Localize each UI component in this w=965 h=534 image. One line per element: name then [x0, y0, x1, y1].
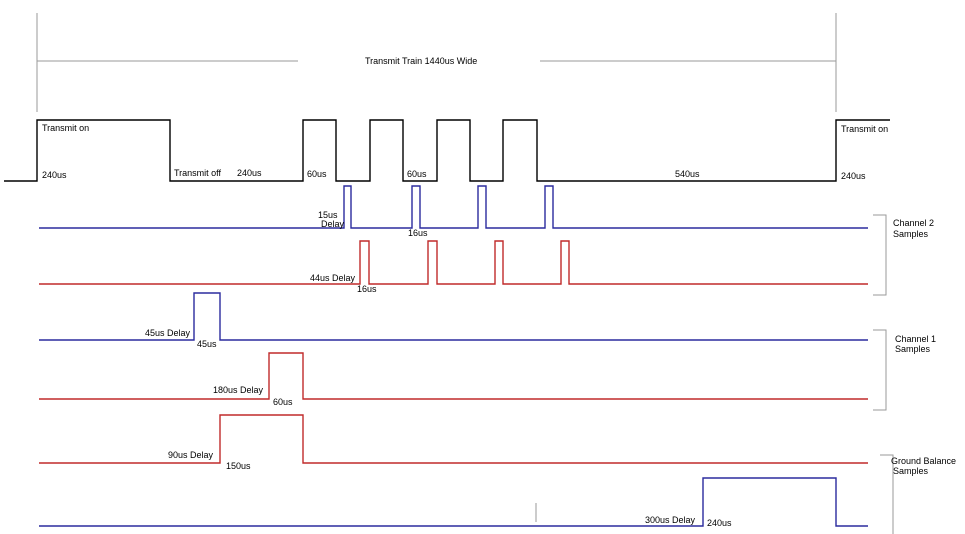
gb-blue-width: 240us — [707, 518, 732, 528]
ch1-blue-waveform — [39, 292, 868, 341]
transmit-on-label-right: Transmit on — [841, 124, 888, 134]
ch2-blue-delay-line2: Delay — [321, 219, 345, 229]
ch2-group-bracket — [873, 214, 887, 296]
ch2-group-label-line1: Channel 2 — [893, 218, 934, 228]
ch1-red-waveform — [39, 352, 868, 400]
ch2-blue-waveform — [39, 185, 868, 229]
diagram-title: Transmit Train 1440us Wide — [365, 56, 477, 66]
ch1-blue-delay: 45us Delay — [145, 328, 191, 338]
gb-group-bracket — [880, 454, 894, 534]
ch2-red-delay: 44us Delay — [310, 273, 356, 283]
ch1-group-label-line1: Channel 1 — [895, 334, 936, 344]
ch2-blue-delay-line1: 15us — [318, 210, 338, 220]
ch2-blue-width: 16us — [408, 228, 428, 238]
transmit-on-duration-right: 240us — [841, 171, 866, 181]
pulse-width-label-2: 60us — [407, 169, 427, 179]
gb-blue-delay: 300us Delay — [645, 515, 696, 525]
tail-duration-label: 540us — [675, 169, 700, 179]
transmit-waveform — [4, 119, 890, 182]
gb-group-label-line2: Samples — [893, 466, 929, 476]
transmit-off-duration: 240us — [237, 168, 262, 178]
gb-red-width: 150us — [226, 461, 251, 471]
ch2-red-waveform — [39, 240, 868, 285]
ch2-group-label-line2: Samples — [893, 229, 929, 239]
gb-red-delay: 90us Delay — [168, 450, 214, 460]
ch1-red-width: 60us — [273, 397, 293, 407]
ch1-group-bracket — [873, 329, 887, 411]
transmit-off-label: Transmit off — [174, 168, 222, 178]
transmit-on-duration-left: 240us — [42, 170, 67, 180]
gb-blue-waveform — [39, 477, 868, 527]
gb-group-label-line1: Ground Balance — [891, 456, 956, 466]
pulse-width-label-1: 60us — [307, 169, 327, 179]
ch1-blue-width: 45us — [197, 339, 217, 349]
gb-red-waveform — [39, 414, 868, 464]
ch1-red-delay: 180us Delay — [213, 385, 264, 395]
transmit-on-label-left: Transmit on — [42, 123, 89, 133]
ch1-group-label-line2: Samples — [895, 344, 931, 354]
ch2-red-width: 16us — [357, 284, 377, 294]
